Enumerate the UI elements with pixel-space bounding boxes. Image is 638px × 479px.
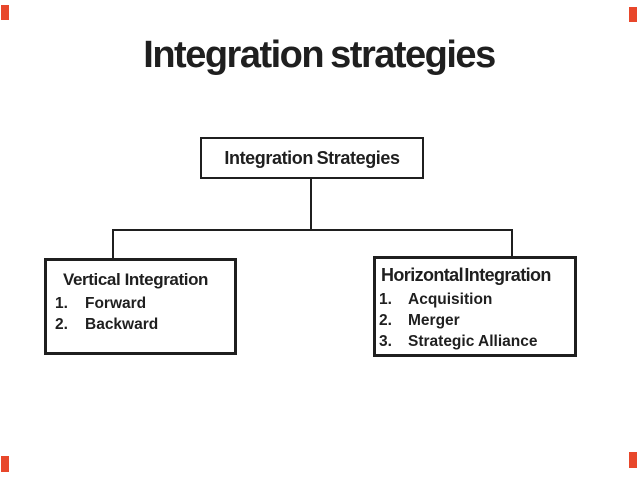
red-accent-bar-bottom-right [629, 452, 637, 468]
item-number: 1. [55, 295, 68, 312]
root-node: Integration Strategies [200, 137, 424, 179]
item-label: Strategic Alliance [408, 333, 538, 350]
list-item: 2. Merger [376, 310, 574, 331]
item-label: Backward [85, 316, 159, 333]
item-number: 2. [379, 312, 392, 329]
item-number: 1. [379, 291, 392, 308]
horizontal-integration-list: 1. Acquisition 2. Merger 3. Strategic Al… [376, 289, 574, 352]
box-title: Horizontal Integration [381, 265, 551, 285]
list-item: 1. Forward [47, 293, 234, 314]
box-title: Vertical Integration [63, 270, 209, 289]
list-item: 1. Acquisition [376, 289, 574, 310]
item-number: 3. [379, 333, 392, 350]
connector-right-drop [511, 229, 513, 257]
vertical-integration-box: Vertical Integration 1. Forward 2. Backw… [44, 258, 237, 355]
horizontal-integration-box: Horizontal Integration 1. Acquisition 2.… [373, 256, 577, 357]
list-item: 3. Strategic Alliance [376, 331, 574, 352]
item-label: Acquisition [408, 291, 493, 308]
red-accent-bar-top-left [1, 5, 9, 20]
connector-root-stem [310, 178, 312, 230]
item-number: 2. [55, 316, 68, 333]
red-accent-bar-top-right [629, 7, 637, 22]
red-accent-bar-bottom-left [1, 456, 9, 472]
root-node-label: Integration Strategies [224, 147, 400, 168]
vertical-integration-list: 1. Forward 2. Backward [47, 293, 234, 335]
item-label: Merger [408, 312, 460, 329]
connector-left-drop [112, 229, 114, 259]
item-label: Forward [85, 295, 147, 312]
connector-horizontal [112, 229, 513, 231]
list-item: 2. Backward [47, 314, 234, 335]
slide-title: Integration strategies [143, 34, 496, 76]
